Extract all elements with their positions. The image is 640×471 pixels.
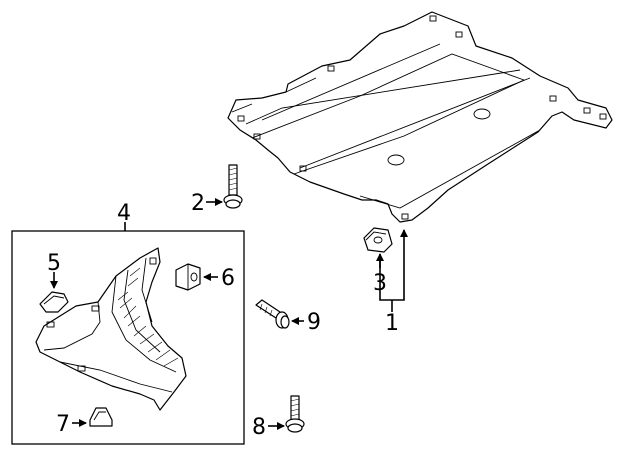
callout-7: 7 (56, 412, 70, 437)
callout-5: 5 (47, 251, 61, 276)
bolt-icon (223, 164, 243, 209)
side-splash-shield (35, 247, 187, 411)
retainer-clip-icon (363, 227, 393, 253)
callout-3: 3 (373, 271, 387, 296)
callout-9: 9 (307, 310, 321, 335)
nut-icon (175, 263, 201, 291)
screw-icon (255, 299, 290, 329)
screw-icon (285, 395, 305, 433)
leader-lines (50, 198, 408, 430)
callout-4: 4 (117, 201, 131, 226)
clip-icon (39, 291, 69, 313)
callout-2: 2 (191, 191, 205, 216)
clip-icon (89, 407, 113, 427)
callout-1: 1 (385, 311, 399, 336)
underbody-shield-panel (227, 11, 613, 223)
callout-6: 6 (221, 266, 235, 291)
callout-8: 8 (252, 415, 266, 440)
assembly-box (11, 230, 245, 445)
